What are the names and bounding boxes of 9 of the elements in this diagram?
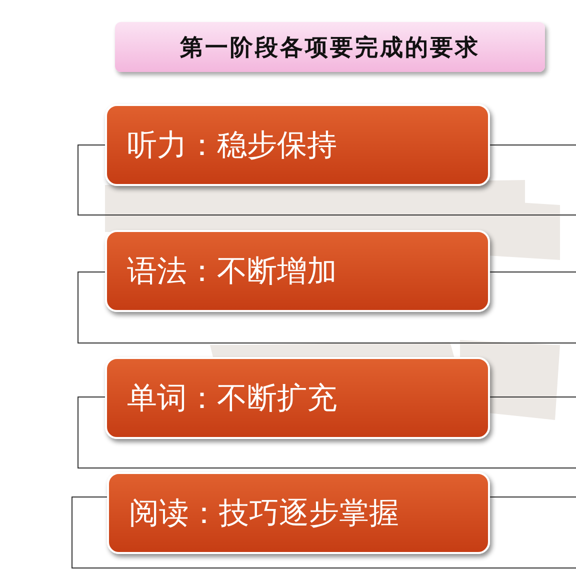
box-label: 听力：稳步保持 bbox=[127, 126, 337, 164]
box-label: 单词：不断扩充 bbox=[127, 380, 337, 418]
process-box bbox=[105, 357, 490, 439]
box-label: 阅读：技巧逐步掌握 bbox=[129, 494, 399, 532]
title-banner: 第一阶段各项要完成的要求 bbox=[115, 22, 545, 72]
process-box bbox=[105, 230, 490, 312]
process-box bbox=[107, 472, 490, 554]
box-label: 语法：不断增加 bbox=[127, 252, 337, 290]
process-box bbox=[105, 104, 490, 186]
